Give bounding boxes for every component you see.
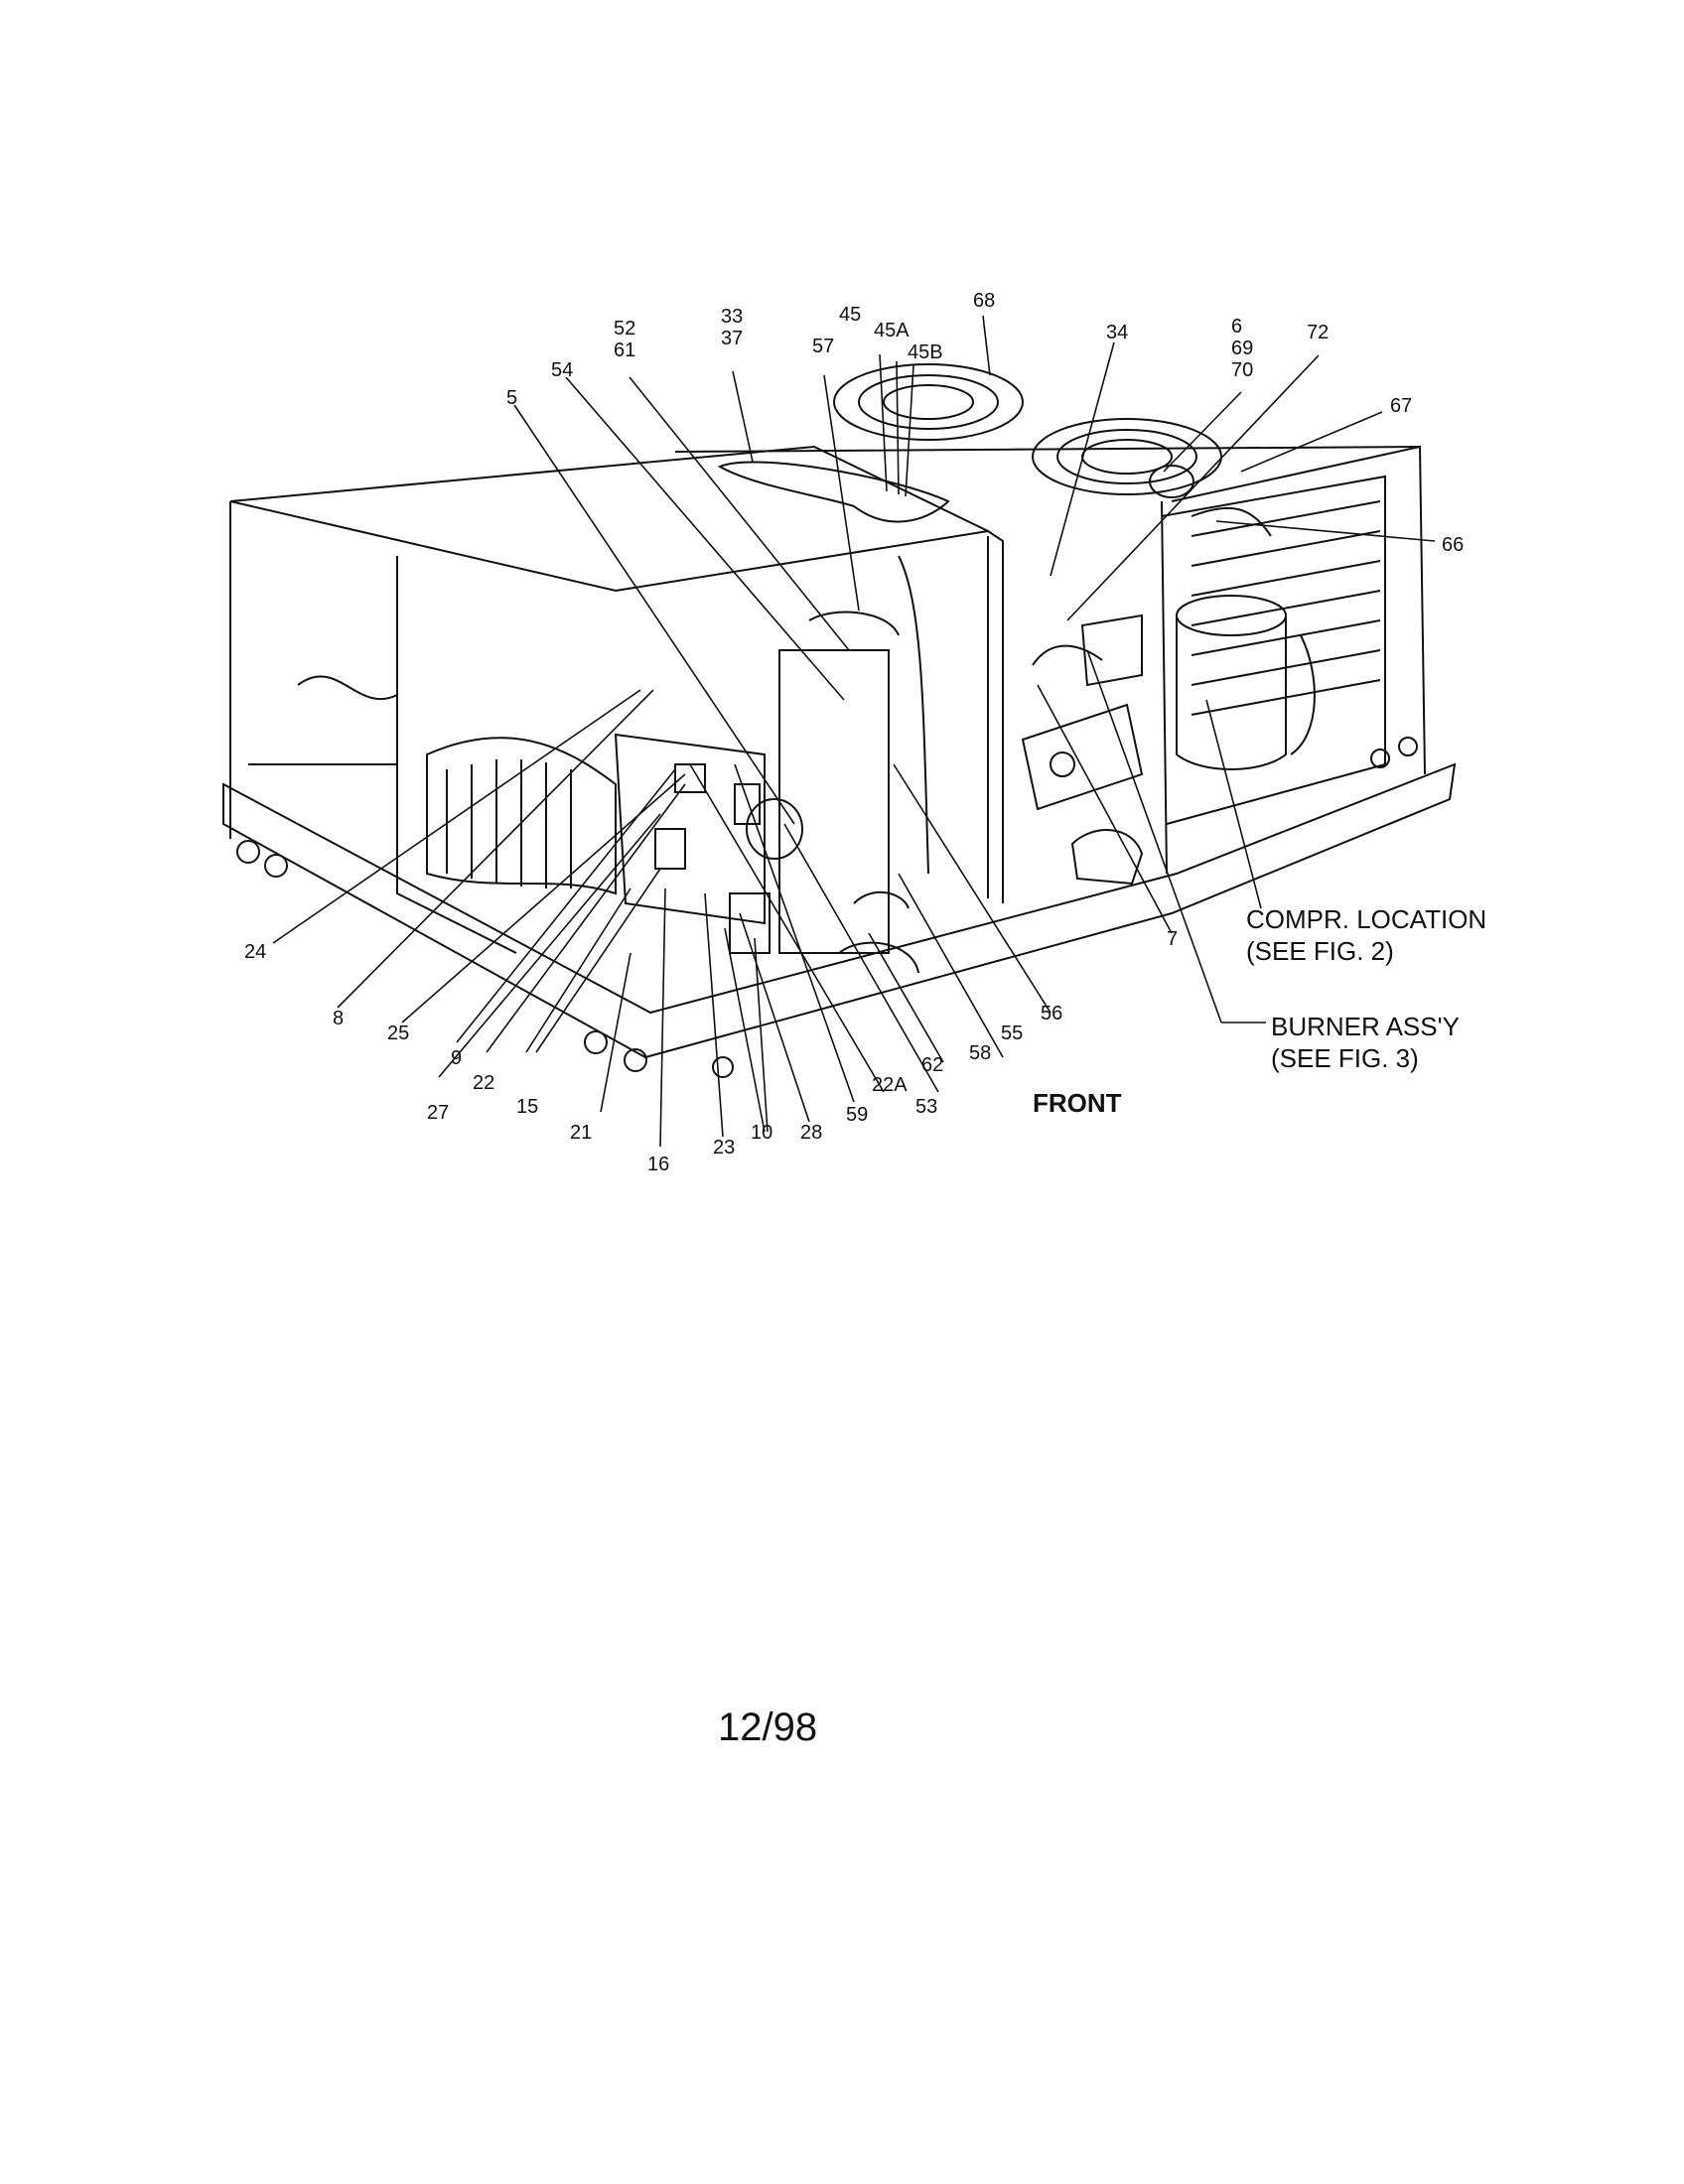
callout-22: 22	[473, 1072, 495, 1094]
callout-34: 34	[1106, 322, 1129, 343]
burner-assembly-note: BURNER ASS'Y (SEE FIG. 3)	[1271, 1012, 1460, 1073]
callout-67: 67	[1390, 395, 1413, 417]
callout-25: 25	[387, 1023, 410, 1044]
callout-6-69-70: 6 69 70	[1231, 316, 1254, 381]
callout-24: 24	[244, 941, 267, 963]
callout-33-37: 33 37	[721, 306, 744, 349]
callout-45a: 45A	[874, 320, 910, 341]
callout-8: 8	[333, 1008, 345, 1029]
callout-66: 66	[1442, 534, 1465, 556]
callout-57: 57	[812, 336, 835, 357]
callout-53: 53	[915, 1096, 938, 1118]
callout-56: 56	[1041, 1003, 1063, 1024]
callout-15: 15	[516, 1096, 539, 1118]
callout-68: 68	[973, 290, 996, 312]
callout-21: 21	[570, 1122, 593, 1144]
compressor-location-note: COMPR. LOCATION (SEE FIG. 2)	[1246, 904, 1487, 966]
callout-62: 62	[921, 1054, 944, 1076]
callout-55: 55	[1001, 1023, 1024, 1044]
page-date: 12/98	[718, 1706, 818, 1749]
callout-59: 59	[846, 1104, 869, 1126]
callout-7: 7	[1167, 928, 1179, 950]
callout-27: 27	[427, 1102, 450, 1124]
callout-72: 72	[1307, 322, 1330, 343]
callout-5: 5	[506, 387, 518, 409]
callout-10: 10	[751, 1122, 773, 1144]
callout-54: 54	[551, 359, 574, 381]
callout-52-61: 52 61	[614, 318, 636, 361]
callout-9: 9	[451, 1047, 463, 1069]
callout-58: 58	[969, 1042, 992, 1064]
callout-23: 23	[713, 1137, 736, 1159]
front-orientation-label: FRONT	[1033, 1088, 1122, 1118]
callout-22a: 22A	[872, 1074, 908, 1096]
callout-45b: 45B	[908, 341, 943, 363]
callout-28: 28	[800, 1122, 823, 1144]
callout-16: 16	[647, 1154, 670, 1175]
callout-leaders	[272, 315, 1436, 1148]
callout-45: 45	[839, 304, 862, 326]
